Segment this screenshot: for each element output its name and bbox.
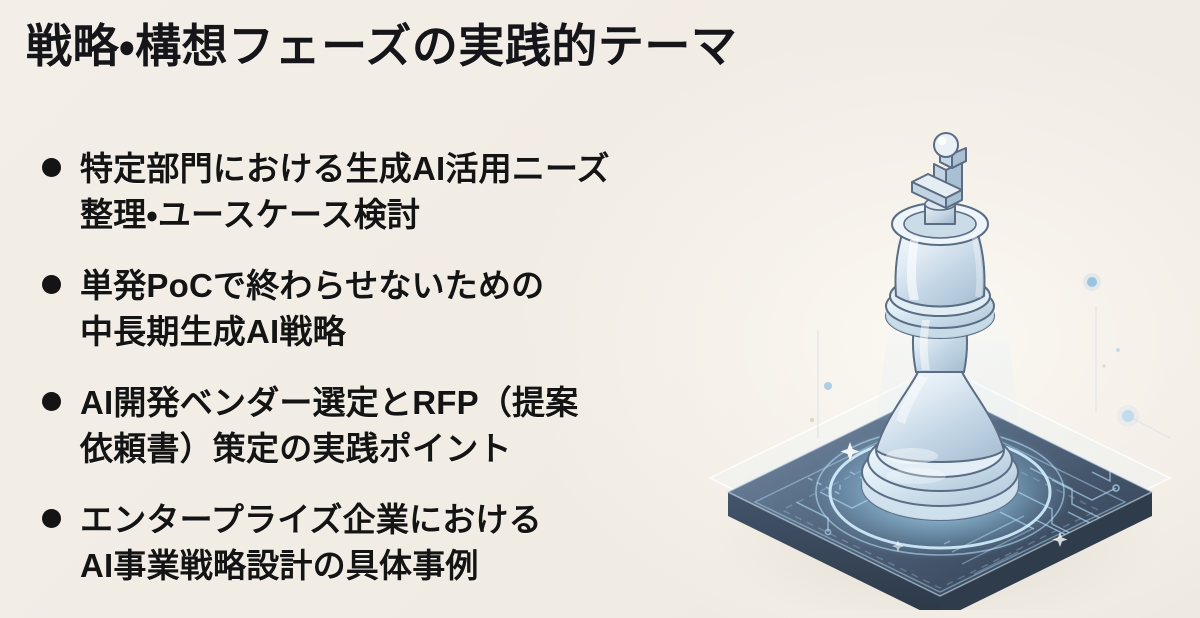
- bullet-circle-icon: [42, 158, 61, 177]
- list-item-line: 依頼書）策定の実践ポイント: [80, 429, 512, 467]
- list-item: 単発PoCで終わらせないための 中長期生成AI戦略: [42, 263, 702, 354]
- sparkles: [840, 442, 1068, 553]
- list-item-line: 中長期生成AI戦略: [80, 312, 346, 350]
- list-item: 特定部門における生成AI活用ニーズ 整理・ユースケース検討: [42, 146, 702, 237]
- list-item-line: AI事業戦略設計の具体事例: [80, 546, 479, 584]
- list-item-line: 単発PoCで終わらせないための: [80, 267, 545, 305]
- list-item-text: エンタープライズ企業における AI事業戦略設計の具体事例: [80, 497, 702, 588]
- list-item: AI開発ベンダー選定とRFP（提案 依頼書）策定の実践ポイント: [42, 380, 702, 471]
- bullet-circle-icon: [42, 392, 61, 412]
- bullet-circle-icon: [42, 275, 61, 295]
- chess-king-illustration: [700, 120, 1180, 610]
- page-title: 戦略・構想フェーズの実践的テーマ: [26, 20, 738, 72]
- list-item-text: AI開発ベンダー選定とRFP（提案 依頼書）策定の実践ポイント: [80, 380, 702, 471]
- list-item-line: 整理・ユースケース検討: [80, 195, 421, 233]
- list-item-text: 単発PoCで終わらせないための 中長期生成AI戦略: [80, 263, 702, 354]
- list-item-line: AI開発ベンダー選定とRFP（提案: [80, 384, 579, 422]
- chess-king-piece: [861, 132, 1019, 521]
- floating-particles: [809, 273, 1171, 439]
- list-item-text: 特定部門における生成AI活用ニーズ 整理・ユースケース検討: [80, 146, 702, 237]
- platform-top-edge: [726, 387, 1154, 597]
- platform-side-left: [728, 492, 940, 610]
- list-item: エンタープライズ企業における AI事業戦略設計の具体事例: [42, 497, 702, 588]
- glass-highlights: [886, 232, 983, 484]
- list-item-line: 特定部門における生成AI活用ニーズ: [80, 150, 610, 187]
- crown-cross-icon: [911, 147, 967, 209]
- bullet-list: 特定部門における生成AI活用ニーズ 整理・ユースケース検討 単発PoCで終わらせ…: [42, 146, 702, 588]
- bullet-circle-icon: [42, 509, 61, 529]
- list-item-line: エンタープライズ企業における: [80, 501, 542, 539]
- platform-side-right: [940, 492, 1152, 610]
